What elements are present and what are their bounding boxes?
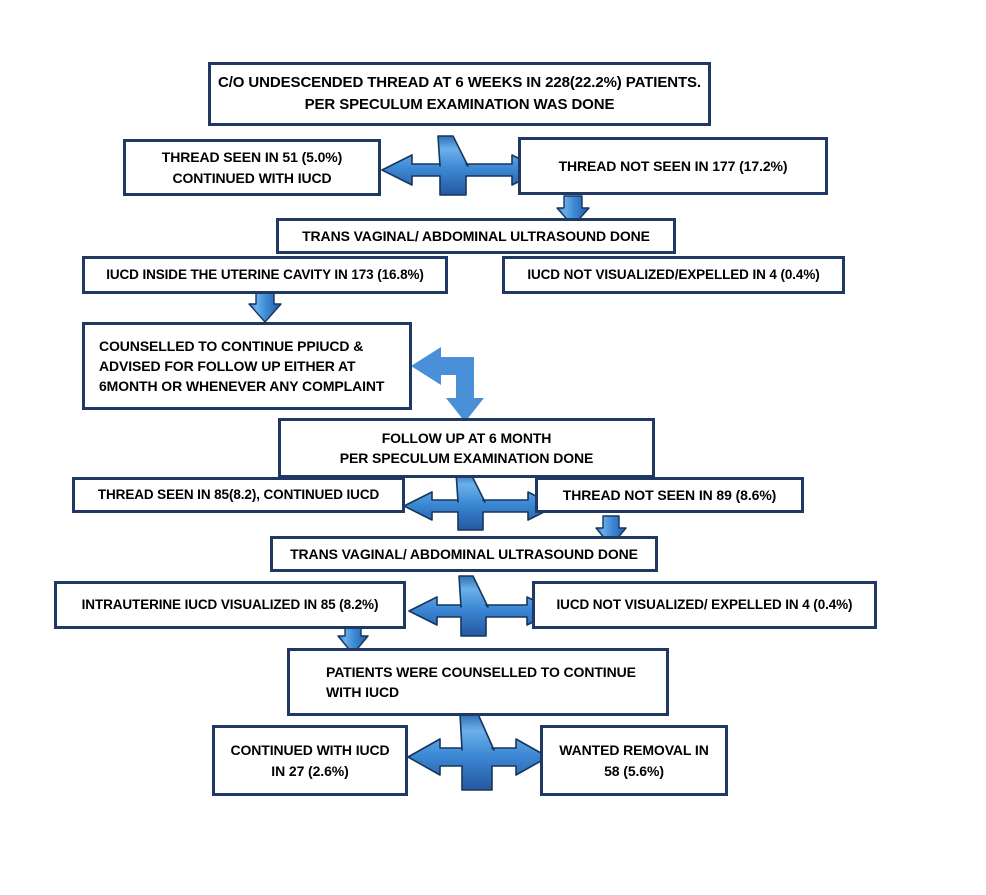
node-intrauterine-iucd-visualized-85: INTRAUTERINE IUCD VISUALIZED IN 85 (8.2%…	[54, 581, 406, 629]
node-thread-not-seen-89: THREAD NOT SEEN IN 89 (8.6%)	[535, 477, 804, 513]
node-follow-up-6-month: FOLLOW UP AT 6 MONTH PER SPECULUM EXAMIN…	[278, 418, 655, 478]
node-ultrasound-done-1: TRANS VAGINAL/ ABDOMINAL ULTRASOUND DONE	[276, 218, 676, 254]
node-wanted-removal-58: WANTED REMOVAL IN 58 (5.6%)	[540, 725, 728, 796]
node-line: CONTINUED WITH IUCD	[230, 742, 390, 759]
node-line: INTRAUTERINE IUCD VISUALIZED IN 85 (8.2%…	[81, 597, 379, 613]
node-line: 6MONTH OR WHENEVER ANY COMPLAINT	[99, 378, 385, 395]
node-counselled-to-continue-ppiucd: COUNSELLED TO CONTINUE PPIUCD & ADVISED …	[82, 322, 412, 410]
node-line: TRANS VAGINAL/ ABDOMINAL ULTRASOUND DONE	[290, 545, 638, 562]
node-line: PER SPECULUM EXAMINATION DONE	[339, 450, 594, 466]
node-line: PATIENTS WERE COUNSELLED TO CONTINUE	[326, 663, 636, 680]
node-line: TRANS VAGINAL/ ABDOMINAL ULTRASOUND DONE	[302, 227, 650, 244]
node-line: IUCD NOT VISUALIZED/EXPELLED IN 4 (0.4%)	[527, 267, 820, 283]
down-arrow-to-counselled	[248, 289, 282, 323]
node-iucd-not-visualized-4-b: IUCD NOT VISUALIZED/ EXPELLED IN 4 (0.4%…	[532, 581, 877, 629]
tri-arrow-thread-6month	[403, 471, 557, 531]
node-line: IN 27 (2.6%)	[271, 762, 349, 779]
node-line: WANTED REMOVAL IN	[559, 742, 709, 759]
node-line: 58 (5.6%)	[604, 762, 664, 779]
node-line: FOLLOW UP AT 6 MONTH	[381, 429, 552, 446]
node-line: THREAD NOT SEEN IN 177 (17.2%)	[558, 157, 788, 174]
node-iucd-not-visualized-4-a: IUCD NOT VISUALIZED/EXPELLED IN 4 (0.4%)	[502, 256, 845, 294]
node-line: WITH IUCD	[326, 684, 399, 700]
elbow-arrow-counselled-to-followup	[411, 347, 484, 422]
node-line: IUCD INSIDE THE UTERINE CAVITY IN 173 (1…	[106, 267, 424, 283]
node-line: CONTINUED WITH IUCD	[172, 169, 332, 186]
node-line: COUNSELLED TO CONTINUE PPIUCD &	[99, 337, 364, 354]
node-line: THREAD SEEN IN 85(8.2), CONTINUED IUCD	[97, 487, 380, 503]
node-thread-seen-85: THREAD SEEN IN 85(8.2), CONTINUED IUCD	[72, 477, 405, 513]
node-ultrasound-done-2: TRANS VAGINAL/ ABDOMINAL ULTRASOUND DONE	[270, 536, 658, 572]
node-iucd-inside-uterine-cavity-173: IUCD INSIDE THE UTERINE CAVITY IN 173 (1…	[82, 256, 448, 294]
node-thread-not-seen-177: THREAD NOT SEEN IN 177 (17.2%)	[518, 137, 828, 195]
node-line: IUCD NOT VISUALIZED/ EXPELLED IN 4 (0.4%…	[556, 597, 853, 613]
node-line: THREAD SEEN IN 51 (5.0%)	[161, 149, 343, 166]
node-continued-with-iucd-27: CONTINUED WITH IUCD IN 27 (2.6%)	[212, 725, 408, 796]
node-line: PER SPECULUM EXAMINATION WAS DONE	[304, 96, 615, 113]
node-patients-counselled-continue: PATIENTS WERE COUNSELLED TO CONTINUE WIT…	[287, 648, 669, 716]
tri-arrow-final-outcome	[407, 713, 549, 791]
node-thread-seen-51: THREAD SEEN IN 51 (5.0%) CONTINUED WITH …	[123, 139, 381, 196]
node-line: THREAD NOT SEEN IN 89 (8.6%)	[562, 486, 777, 503]
node-co-undescended-thread: C/O UNDESCENDED THREAD AT 6 WEEKS IN 228…	[208, 62, 711, 126]
node-line: ADVISED FOR FOLLOW UP EITHER AT	[99, 357, 356, 374]
node-line: C/O UNDESCENDED THREAD AT 6 WEEKS IN 228…	[218, 74, 701, 92]
